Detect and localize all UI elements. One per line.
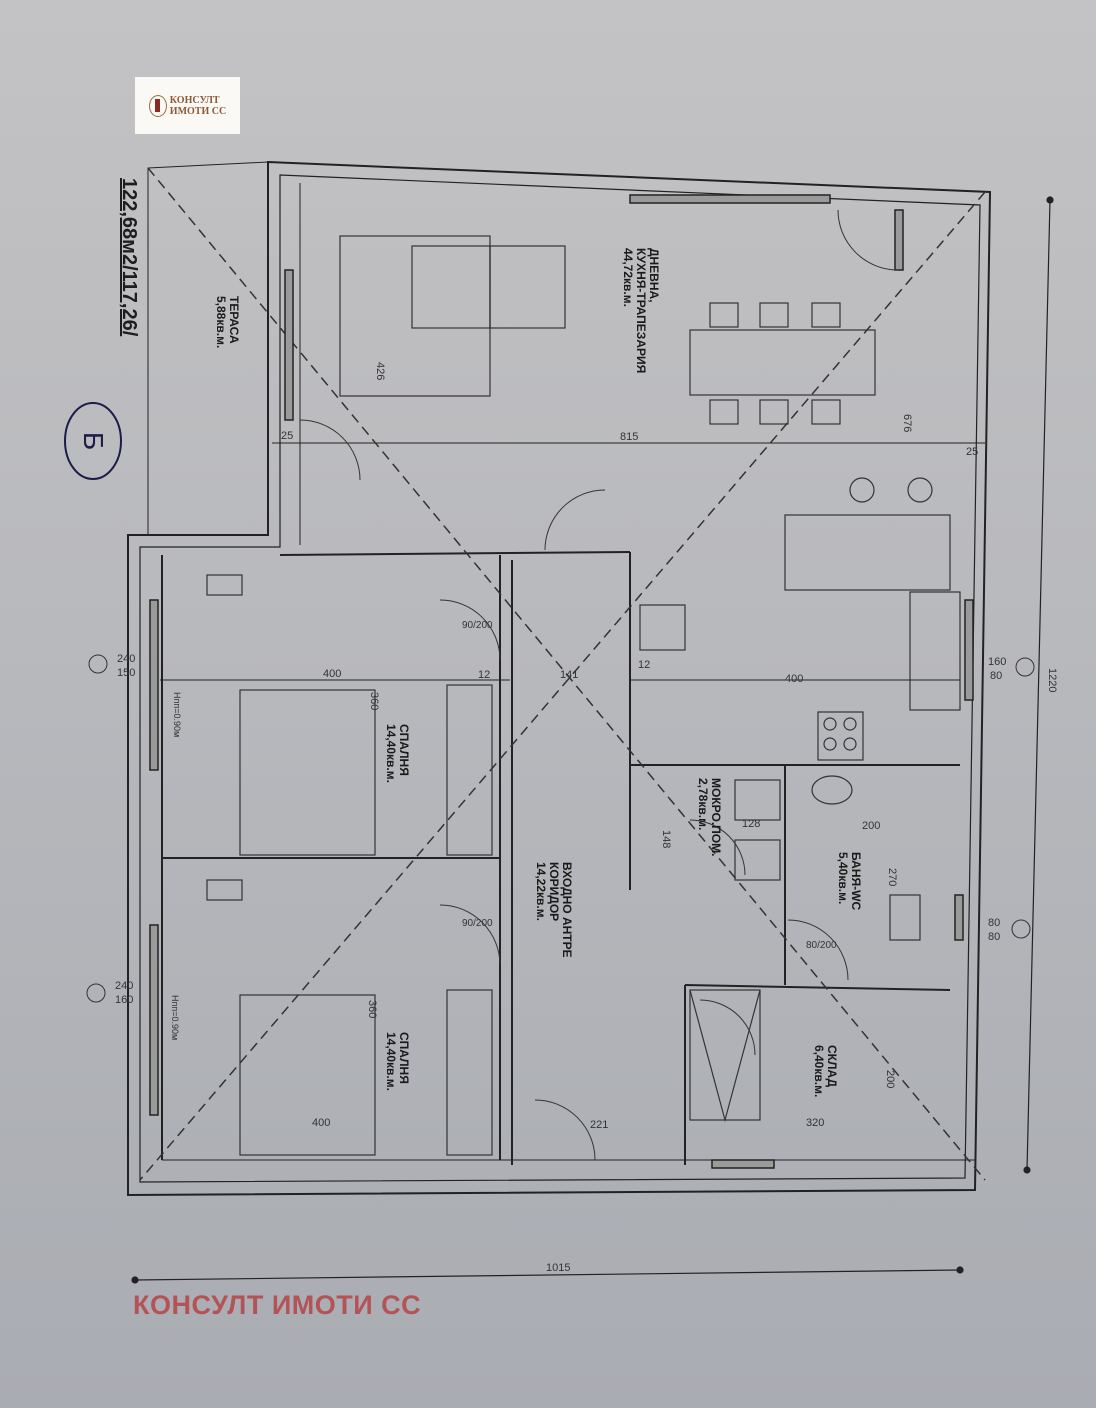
wardrobe-2 — [446, 989, 493, 1156]
dim-wall: 12 — [638, 659, 651, 671]
dining-table — [689, 329, 876, 396]
toilet — [889, 894, 921, 941]
dim-sofa: 426 — [374, 362, 386, 381]
room-label-corridor: ВХОДНО АНТРЕ КОРИДОР 14,22кв.м. — [534, 862, 574, 958]
room-name: ТЕРАСА — [227, 296, 241, 344]
room-area: 5,88кв.м. — [214, 296, 228, 349]
bed-1 — [239, 689, 376, 856]
room-area: 6,40кв.м. — [812, 1045, 826, 1098]
building-logo-icon — [148, 94, 167, 117]
room-label-bedroom-1: СПАЛНЯ 14,40кв.м. — [384, 724, 411, 783]
door-tag-bathroom: 80/200 — [806, 940, 837, 951]
room-name: СКЛАД — [825, 1045, 839, 1088]
room-label-laundry: МОКРО.ПОМ. 2,78кв.м. — [696, 778, 723, 857]
dim-bedroom-2-depth: 360 — [366, 1000, 378, 1019]
dim-bath-depth: 270 — [886, 868, 898, 887]
room-name: БАНЯ-WC — [849, 852, 863, 911]
door-tag-bedroom-1: 90/200 — [462, 620, 493, 631]
room-name: МОКРО.ПОМ. — [709, 778, 723, 857]
room-area: 14,40кв.м. — [384, 1032, 398, 1091]
fridge — [639, 604, 686, 651]
sill-height-note-1: Нпп=0.90м — [172, 692, 182, 738]
dim-overall-width: 1015 — [546, 1262, 571, 1274]
dim-bedroom-1-depth: 360 — [368, 692, 380, 711]
room-area: 44,72кв.м. — [621, 248, 635, 307]
room-area: 5,40кв.м. — [836, 852, 850, 905]
room-name: СПАЛНЯ — [397, 1032, 411, 1084]
watermark: КОНСУЛТ ИМОТИ СС — [133, 1290, 422, 1320]
window-tag-right-2-bottom: 80 — [988, 931, 1001, 943]
dim-overall-height: 1220 — [1046, 668, 1058, 693]
room-area: 14,22кв.м. — [534, 862, 548, 921]
room-name-2: КОРИДОР — [547, 862, 561, 922]
kitchen-sink — [909, 591, 961, 711]
unit-mark-circle — [64, 402, 122, 480]
window-tag-left-1-bottom: 150 — [117, 667, 136, 679]
dim-wall: 25 — [281, 430, 294, 442]
room-area: 14,40кв.м. — [384, 724, 398, 783]
dim-kitchen-width: 400 — [785, 673, 804, 685]
window-tag-left-2-bottom: 160 — [115, 994, 134, 1006]
window-tag-right-1-bottom: 80 — [990, 670, 1003, 682]
room-label-bedroom-2: СПАЛНЯ 14,40кв.м. — [384, 1032, 411, 1091]
logo-line-1: КОНСУЛТ — [169, 94, 220, 106]
room-name: СПАЛНЯ — [397, 724, 411, 776]
dim-wall: 25 — [966, 446, 979, 458]
logo-line-2: ИМОТИ СС — [169, 105, 227, 117]
dim-corridor-width: 141 — [560, 669, 579, 681]
room-name: ДНЕВНА, — [647, 248, 661, 303]
company-logo: КОНСУЛТ ИМОТИ СС — [135, 77, 240, 134]
dim-living-depth: 676 — [901, 414, 913, 433]
room-name-2: КУХНЯ-ТРАПЕЗАРИЯ — [634, 248, 648, 374]
cooktop — [817, 711, 864, 761]
window-tag-right-1-top: 160 — [988, 656, 1007, 668]
kitchen-island — [784, 514, 951, 591]
door-tag-bedroom-2: 90/200 — [462, 918, 493, 929]
window-tag-left-1-top: 240 — [117, 653, 136, 665]
dim-entry: 221 — [590, 1119, 609, 1131]
dim-bath-width: 200 — [862, 820, 881, 832]
room-label-living: ДНЕВНА, КУХНЯ-ТРАПЕЗАРИЯ 44,72кв.м. — [621, 248, 661, 374]
dim-laundry-depth: 148 — [660, 830, 672, 849]
dim-bedroom-2-width: 400 — [312, 1117, 331, 1129]
dim-bedroom-1-width: 400 — [323, 668, 342, 680]
room-label-bathroom: БАНЯ-WC 5,40кв.м. — [836, 852, 863, 911]
sofa — [339, 235, 491, 397]
window-tag-left-2-top: 240 — [115, 980, 134, 992]
outer-wall — [127, 160, 992, 1197]
wardrobe-1 — [446, 684, 493, 856]
unit-mark-letter: Б — [78, 431, 110, 451]
area-note: 122,68м2/117,26/ — [118, 178, 140, 337]
room-label-storage: СКЛАД 6,40кв.м. — [812, 1045, 839, 1098]
dim-laundry-width: 128 — [742, 818, 761, 830]
sill-height-note-2: Нпп=0.90м — [170, 995, 180, 1041]
room-name: ВХОДНО АНТРЕ — [560, 862, 574, 958]
bed-2 — [239, 994, 376, 1156]
room-label-terrace: ТЕРАСА 5,88кв.м. — [214, 296, 241, 349]
dim-wall: 12 — [478, 669, 491, 681]
window-tag-right-2-top: 80 — [988, 917, 1001, 929]
terrace-outline — [147, 161, 269, 536]
dim-living-width: 815 — [620, 431, 639, 443]
washbasin — [811, 775, 853, 805]
room-area: 2,78кв.м. — [696, 778, 710, 831]
dim-storage-depth: 200 — [884, 1070, 896, 1089]
dim-storage-width: 320 — [806, 1117, 825, 1129]
